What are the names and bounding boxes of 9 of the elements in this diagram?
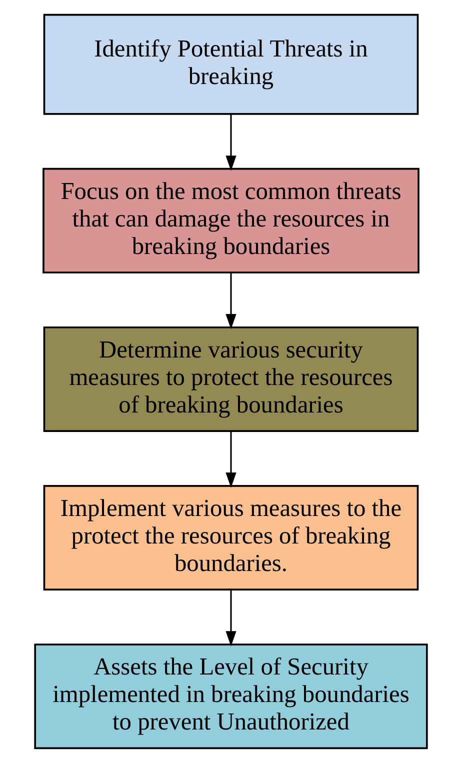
- node-box: Identify Potential Threats in breaking: [42, 14, 418, 115]
- node-box: Focus on the most common threats that can damage the resources in breaking boundaries: [42, 168, 419, 274]
- arrow: [225, 590, 236, 646]
- node-box: Assets the Level of Security implemented in breaking boundaries to prevent Unauthorized: [34, 644, 428, 750]
- node-box: Implement various measures to the protect the resources of breaking boundaries.: [42, 485, 418, 591]
- arrow: [225, 431, 236, 488]
- arrow: [225, 272, 236, 330]
- node-box: Determine various security measures to protect the resources of breaking boundaries: [42, 326, 418, 432]
- arrow: [225, 114, 236, 171]
